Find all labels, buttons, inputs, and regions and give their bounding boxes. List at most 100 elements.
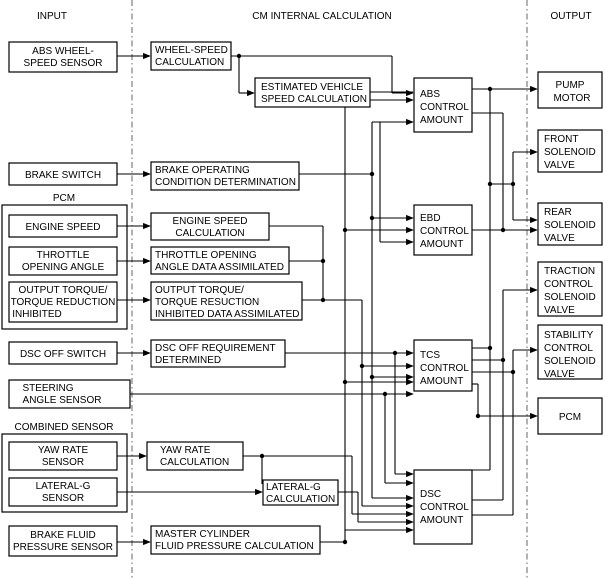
calc-estimated-vehicle-speed: ESTIMATED VEHICLE SPEED CALCULATION [254, 77, 371, 108]
svg-text:CALCULATION: CALCULATION [160, 457, 229, 468]
input-throttle-opening-angle: THROTTLE OPENING ANGLE [8, 246, 118, 276]
output-rear-solenoid-valve: REAR SOLENOID VALVE [537, 202, 603, 246]
svg-text:ANGLE SENSOR: ANGLE SENSOR [23, 395, 102, 406]
svg-text:AMOUNT: AMOUNT [420, 376, 463, 387]
junction-dots [236, 53, 516, 545]
calc-brake-operating: BRAKE OPERATING CONDITION DETERMINATION [150, 161, 300, 191]
svg-text:DSC OFF REQUIREMENT: DSC OFF REQUIREMENT [155, 343, 276, 354]
combined-sensor-group-frame [1, 433, 128, 513]
svg-text:TORQUE REDUCTION: TORQUE REDUCTION [11, 297, 116, 308]
svg-text:TRACTION: TRACTION [544, 266, 595, 277]
svg-text:PCM: PCM [559, 412, 581, 423]
svg-text:THROTTLE: THROTTLE [37, 250, 90, 261]
svg-text:ESTIMATED VEHICLE: ESTIMATED VEHICLE [261, 82, 363, 93]
svg-text:SPEED CALCULATION: SPEED CALCULATION [261, 94, 367, 105]
svg-text:VALVE: VALVE [544, 305, 575, 316]
calc-master-cylinder: MASTER CYLINDER FLUID PRESSURE CALCULATI… [150, 525, 321, 555]
output-front-solenoid-valve: FRONT SOLENOID VALVE [537, 129, 603, 173]
input-abs-wheel-speed-sensor: ABS WHEEL- SPEED SENSOR [8, 41, 118, 73]
svg-text:SOLENOID: SOLENOID [544, 292, 596, 303]
svg-text:CALCULATION: CALCULATION [266, 494, 335, 505]
svg-text:AMOUNT: AMOUNT [420, 515, 463, 526]
svg-text:FRONT: FRONT [544, 134, 578, 145]
svg-text:SOLENOID: SOLENOID [544, 147, 596, 158]
svg-text:YAW RATE: YAW RATE [38, 445, 89, 456]
pcm-group-label: PCM [53, 193, 75, 204]
svg-text:OPENING ANGLE: OPENING ANGLE [22, 262, 105, 273]
svg-text:CONTROL: CONTROL [420, 226, 469, 237]
svg-text:ANGLE DATA ASSIMILATED: ANGLE DATA ASSIMILATED [155, 262, 284, 273]
output-stability-control-solenoid-valve: STABILITY CONTROL SOLENOID VALVE [537, 324, 603, 380]
svg-text:VALVE: VALVE [544, 369, 575, 380]
calc-throttle-data: THROTTLE OPENING ANGLE DATA ASSIMILATED [150, 246, 290, 275]
input-lateral-g-sensor: LATERAL-G SENSOR [8, 477, 118, 507]
svg-text:CALCULATION: CALCULATION [175, 228, 244, 239]
svg-text:FLUID PRESSURE CALCULATION: FLUID PRESSURE CALCULATION [155, 541, 314, 552]
svg-text:SENSOR: SENSOR [42, 493, 84, 504]
input-yaw-rate-sensor: YAW RATE SENSOR [8, 441, 118, 471]
calc-dsc-off-requirement: DSC OFF REQUIREMENT DETERMINED [150, 339, 286, 368]
svg-text:BRAKE FLUID: BRAKE FLUID [30, 530, 96, 541]
input-output-torque: OUTPUT TORQUE/ TORQUE REDUCTION INHIBITE… [8, 281, 118, 323]
svg-text:CALCULATION: CALCULATION [155, 57, 224, 68]
svg-text:SOLENOID: SOLENOID [544, 220, 596, 231]
calc-ebd-control-amount: EBD CONTROL AMOUNT [413, 204, 473, 256]
svg-text:MASTER CYLINDER: MASTER CYLINDER [155, 529, 250, 540]
svg-text:STABILITY: STABILITY [544, 330, 594, 341]
svg-text:PRESSURE SENSOR: PRESSURE SENSOR [13, 542, 113, 553]
svg-text:SENSOR: SENSOR [42, 457, 84, 468]
input-brake-switch: BRAKE SWITCH [8, 162, 118, 186]
svg-text:THROTTLE OPENING: THROTTLE OPENING [155, 250, 257, 261]
svg-text:INHIBITED: INHIBITED [12, 309, 61, 320]
svg-text:TORQUE RESUCTION: TORQUE RESUCTION [155, 297, 259, 308]
svg-text:CONTROL: CONTROL [544, 343, 593, 354]
svg-text:DSC OFF SWITCH: DSC OFF SWITCH [20, 349, 106, 360]
input-header: INPUT [37, 11, 67, 22]
svg-text:LATERAL-G: LATERAL-G [36, 481, 91, 492]
svg-text:CONTROL: CONTROL [420, 502, 469, 513]
svg-text:INHIBITED DATA ASSIMILATED: INHIBITED DATA ASSIMILATED [155, 309, 299, 320]
svg-text:CONTROL: CONTROL [544, 279, 593, 290]
svg-text:DSC: DSC [420, 489, 441, 500]
pcm-group-frame [1, 204, 128, 330]
input-engine-speed: ENGINE SPEED [8, 214, 118, 238]
svg-text:MOTOR: MOTOR [553, 93, 590, 104]
combined-sensor-group-label: COMBINED SENSOR [15, 422, 114, 433]
svg-text:SOLENOID: SOLENOID [544, 356, 596, 367]
svg-text:BRAKE OPERATING: BRAKE OPERATING [155, 165, 250, 176]
svg-text:CONTROL: CONTROL [420, 102, 469, 113]
output-pcm: PCM [537, 397, 603, 435]
svg-text:LATERAL-G: LATERAL-G [266, 482, 321, 493]
svg-text:CONDITION DETERMINATION: CONDITION DETERMINATION [155, 177, 296, 188]
svg-text:TCS: TCS [420, 350, 440, 361]
calc-tcs-control-amount: TCS CONTROL AMOUNT [413, 339, 473, 392]
output-header: OUTPUT [550, 11, 591, 22]
input-brake-fluid-pressure-sensor: BRAKE FLUID PRESSURE SENSOR [8, 525, 118, 557]
svg-text:EBD: EBD [420, 213, 441, 224]
calculation-header: CM INTERNAL CALCULATION [252, 11, 391, 22]
svg-text:ENGINE SPEED: ENGINE SPEED [25, 222, 100, 233]
svg-text:VALVE: VALVE [544, 233, 575, 244]
calc-engine-speed: ENGINE SPEED CALCULATION [150, 212, 270, 241]
svg-text:AMOUNT: AMOUNT [420, 115, 463, 126]
calc-wheel-speed: WHEEL-SPEED CALCULATION [150, 41, 232, 71]
svg-text:CONTROL: CONTROL [420, 363, 469, 374]
svg-text:ABS: ABS [420, 89, 440, 100]
svg-text:VALVE: VALVE [544, 160, 575, 171]
input-dsc-off-switch: DSC OFF SWITCH [8, 341, 118, 365]
calc-abs-control-amount: ABS CONTROL AMOUNT [413, 77, 473, 133]
svg-text:REAR: REAR [544, 207, 572, 218]
output-traction-control-solenoid-valve: TRACTION CONTROL SOLENOID VALVE [537, 261, 603, 317]
svg-text:BRAKE SWITCH: BRAKE SWITCH [25, 170, 101, 181]
svg-text:DETERMINED: DETERMINED [155, 355, 221, 366]
calc-output-torque-data: OUTPUT TORQUE/ TORQUE RESUCTION INHIBITE… [150, 281, 303, 321]
svg-text:ENGINE SPEED: ENGINE SPEED [172, 216, 247, 227]
calc-dsc-control-amount: DSC CONTROL AMOUNT [413, 469, 473, 545]
svg-text:PUMP: PUMP [556, 80, 585, 91]
output-pump-motor: PUMP MOTOR [537, 71, 603, 109]
svg-text:STEERING: STEERING [22, 383, 73, 394]
svg-text:WHEEL-SPEED: WHEEL-SPEED [155, 45, 228, 56]
svg-text:OUTPUT TORQUE/: OUTPUT TORQUE/ [19, 285, 108, 296]
